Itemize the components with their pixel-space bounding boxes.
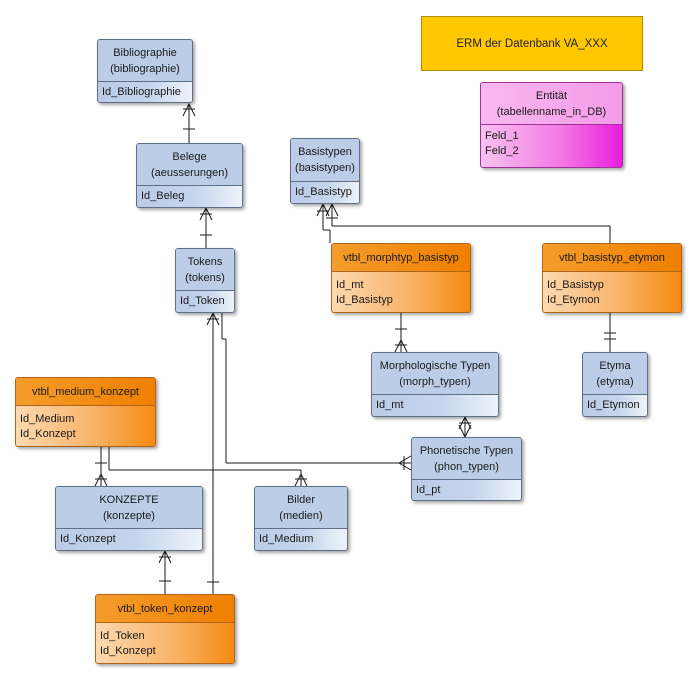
entity-tokens[interactable]: Tokens (tokens) Id_Token (175, 248, 235, 313)
entity-title: vtbl_morphtyp_basistyp (343, 251, 459, 264)
entity-title: vtbl_medium_konzept (31, 385, 139, 398)
relation-medium-konzept-konzepte (94, 447, 108, 487)
entity-vtbl-morphtyp-basistyp[interactable]: vtbl_morphtyp_basistyp Id_mt Id_Basistyp (331, 243, 471, 313)
entity-field: Id_Medium (259, 533, 314, 545)
relation-tokens-token-konzept (206, 311, 220, 594)
entity-field: Id_Token (100, 630, 145, 642)
legend-entity: Entität (tabellenname_in_DB) Feld_1 Feld… (480, 82, 623, 168)
relation-konzepte-token-konzept (158, 549, 172, 594)
entity-vtbl-medium-konzept[interactable]: vtbl_medium_konzept Id_Medium Id_Konzept (15, 377, 156, 447)
entity-title: vtbl_basistyp_etymon (559, 251, 665, 264)
entity-basistypen[interactable]: Basistypen (basistypen) Id_Basistyp (290, 138, 360, 204)
entity-field: Id_Medium (20, 413, 75, 425)
entity-field: Id_Konzept (60, 533, 116, 545)
entity-header: Bilder (medien) (255, 487, 347, 529)
entity-field: Id_Basistyp (295, 186, 352, 198)
entity-title: KONZEPTE (99, 493, 159, 506)
entity-title: Tokens (187, 255, 223, 268)
entity-belege[interactable]: Belege (aeusserungen) Id_Beleg (136, 143, 243, 208)
entity-field: Id_Konzept (100, 645, 156, 657)
entity-header: vtbl_token_konzept (96, 595, 234, 623)
entity-title: Morphologische Typen (379, 359, 491, 372)
entity-fields: Id_Bibliographie (98, 82, 192, 100)
entity-subtitle: (tokens) (185, 271, 225, 284)
entity-field: Id_mt (376, 399, 404, 411)
entity-header: Bibliographie (bibliographie) (98, 40, 192, 82)
entity-subtitle: (morph_typen) (399, 375, 471, 388)
entity-subtitle: (konzepte) (103, 509, 155, 522)
relation-morphtyp-morph-typen (394, 313, 408, 353)
entity-subtitle: (aeusserungen) (150, 166, 229, 179)
entity-title: Phonetische Typen (419, 444, 514, 457)
entity-field: Id_Basistyp (336, 294, 393, 306)
entity-header: Tokens (tokens) (176, 249, 234, 291)
entity-fields: Id_Basistyp (291, 182, 359, 200)
entity-field: Id_mt (336, 279, 364, 291)
entity-header: vtbl_medium_konzept (16, 378, 155, 406)
entity-header: Phonetische Typen (phon_typen) (412, 438, 521, 480)
entity-phon-typen[interactable]: Phonetische Typen (phon_typen) Id_pt (411, 437, 522, 501)
entity-header: Etyma (etyma) (583, 353, 647, 395)
entity-subtitle: (phon_typen) (434, 460, 499, 473)
entity-vtbl-token-konzept[interactable]: vtbl_token_konzept Id_Token Id_Konzept (95, 594, 235, 664)
entity-title: Basistypen (298, 146, 352, 158)
entity-fields: Id_Medium Id_Konzept (16, 406, 155, 442)
entity-fields: Id_mt (372, 395, 498, 413)
entity-field: Id_Etymon (547, 294, 600, 306)
entity-header: Belege (aeusserungen) (137, 144, 242, 186)
diagram-title: ERM der Datenbank VA_XXX (421, 16, 643, 71)
entity-header: Basistypen (basistypen) (291, 139, 359, 182)
entity-field: Id_Etymon (587, 399, 640, 411)
entity-vtbl-basistyp-etymon[interactable]: vtbl_basistyp_etymon Id_Basistyp Id_Etym… (542, 243, 682, 313)
entity-fields: Id_Token Id_Konzept (96, 623, 234, 659)
relation-basistypen-etymon (325, 202, 611, 243)
entity-header: Morphologische Typen (morph_typen) (372, 353, 498, 395)
entity-subtitle: (etyma) (596, 375, 634, 388)
entity-title: Belege (172, 150, 207, 163)
entity-field: Id_Bibliographie (102, 86, 181, 98)
legend-field: Feld_2 (485, 145, 519, 157)
relation-belege-tokens (199, 206, 213, 248)
entity-title: Bibliographie (113, 46, 177, 59)
entity-fields: Id_Beleg (137, 186, 242, 204)
entity-field: Id_Beleg (141, 190, 185, 202)
entity-field: Id_pt (416, 484, 441, 496)
entity-header: KONZEPTE (konzepte) (56, 487, 202, 529)
entity-header: vtbl_morphtyp_basistyp (332, 244, 470, 272)
legend-field: Feld_1 (485, 130, 519, 142)
relation-morph-phon (458, 415, 472, 439)
entity-title: Bilder (286, 493, 316, 506)
entity-field: Id_Basistyp (547, 279, 604, 291)
entity-title: Etyma (599, 359, 631, 372)
entity-subtitle: (basistypen) (295, 162, 355, 174)
relation-basistypen-morphtyp (316, 202, 331, 243)
entity-bilder[interactable]: Bilder (medien) Id_Medium (254, 486, 348, 551)
entity-fields: Id_Token (176, 291, 234, 309)
entity-field: Id_Konzept (20, 428, 76, 440)
entity-etyma[interactable]: Etyma (etyma) Id_Etymon (582, 352, 648, 417)
entity-konzepte[interactable]: KONZEPTE (konzepte) Id_Konzept (55, 486, 203, 551)
entity-fields: Id_Basistyp Id_Etymon (543, 272, 681, 308)
entity-bibliographie[interactable]: Bibliographie (bibliographie) Id_Bibliog… (97, 39, 193, 103)
legend-title: Entität (535, 89, 568, 102)
legend-subtitle: (tabellenname_in_DB) (496, 105, 607, 118)
entity-fields: Id_Etymon (583, 395, 647, 413)
legend-fields: Feld_1 Feld_2 (481, 125, 622, 159)
entity-field: Id_Token (180, 295, 225, 307)
relation-medium-konzept-bilder (108, 447, 308, 487)
relation-tokens-phon (221, 313, 412, 471)
relation-etymon-etyma (604, 313, 616, 352)
entity-subtitle: (bibliographie) (110, 62, 180, 75)
entity-subtitle: (medien) (279, 509, 323, 522)
entity-fields: Id_Medium (255, 529, 347, 547)
entity-header: vtbl_basistyp_etymon (543, 244, 681, 272)
entity-title: vtbl_token_konzept (117, 602, 213, 615)
entity-fields: Id_pt (412, 480, 521, 498)
entity-morph-typen[interactable]: Morphologische Typen (morph_typen) Id_mt (371, 352, 499, 417)
entity-fields: Id_Konzept (56, 529, 202, 547)
entity-fields: Id_mt Id_Basistyp (332, 272, 470, 308)
legend-header: Entität (tabellenname_in_DB) (481, 83, 622, 125)
relation-bibliographie-belege (182, 102, 196, 143)
